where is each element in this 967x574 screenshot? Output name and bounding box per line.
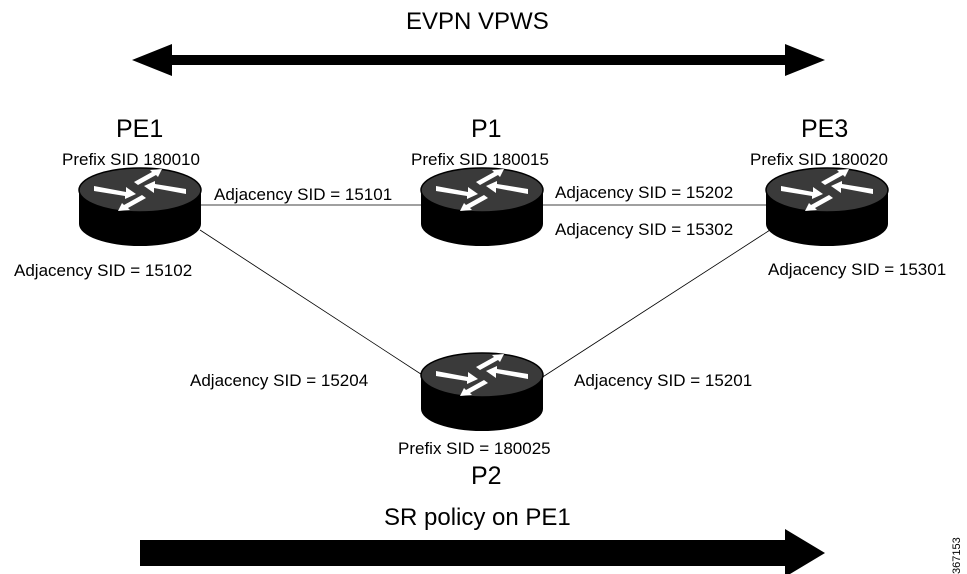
evpn-vpws-double-arrow	[132, 44, 825, 76]
adjacency-sid-pe3-p1: Adjacency SID = 15302	[555, 220, 734, 239]
p1-prefix-sid: Prefix SID 180015	[411, 150, 549, 169]
p2-prefix-sid: Prefix SID = 180025	[398, 439, 551, 458]
adjacency-sid-p2-pe1: Adjacency SID = 15204	[190, 371, 369, 390]
pe1-name: PE1	[116, 115, 164, 143]
link-pe1-p2	[199, 229, 431, 381]
p1-router-icon	[420, 167, 544, 247]
evpn-vpws-label: EVPN VPWS	[406, 8, 549, 35]
pe3-name: PE3	[801, 115, 849, 143]
pe1-prefix-sid: Prefix SID 180010	[62, 150, 200, 169]
pe3-router-icon	[765, 167, 889, 247]
adjacency-sid-pe1-p2: Adjacency SID = 15102	[14, 261, 193, 280]
sr-policy-arrow	[140, 529, 825, 574]
adjacency-sid-pe3-p2: Adjacency SID = 15301	[768, 260, 947, 279]
adjacency-sid-pe1-p1: Adjacency SID = 15101	[214, 185, 393, 204]
adjacency-sid-p1-pe3: Adjacency SID = 15202	[555, 183, 734, 202]
pe3-prefix-sid: Prefix SID 180020	[750, 150, 888, 169]
link-pe3-p2	[537, 229, 771, 381]
p2-name: P2	[471, 462, 502, 490]
adjacency-sid-p2-pe3: Adjacency SID = 15201	[574, 371, 753, 390]
p2-router-icon	[420, 352, 544, 432]
p1-name: P1	[471, 115, 502, 143]
pe1-router-icon	[78, 167, 202, 247]
figure-number: 367153	[951, 537, 963, 574]
sr-policy-label: SR policy on PE1	[384, 504, 571, 531]
